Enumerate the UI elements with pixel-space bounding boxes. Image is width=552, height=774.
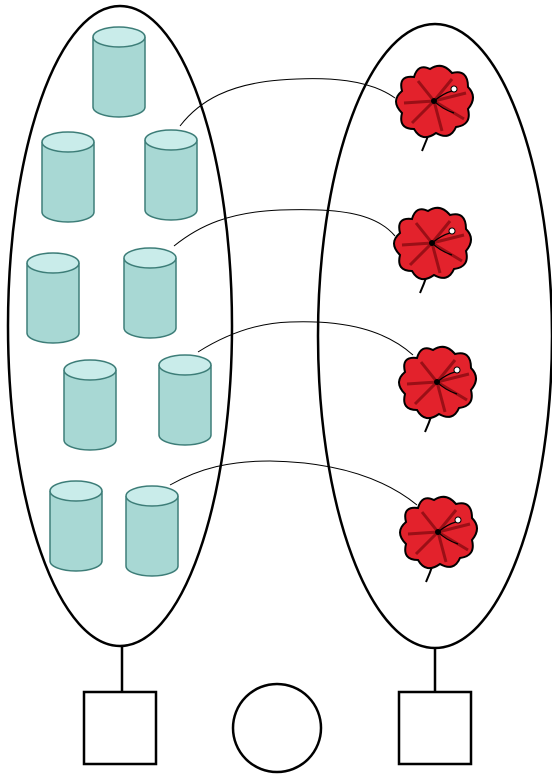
cylinder-icon — [41, 131, 95, 223]
flower-icon — [392, 206, 473, 295]
connection-line — [179, 78, 396, 127]
cylinder-icon — [125, 485, 179, 577]
cylinder-icon — [26, 252, 80, 344]
connection-line — [173, 209, 396, 247]
center-circle-node — [231, 682, 323, 774]
left-set-ellipse — [6, 4, 234, 648]
right-square-node — [397, 690, 473, 766]
flower-icon — [397, 345, 478, 434]
connection-line — [197, 321, 414, 356]
connection-line — [169, 460, 418, 506]
cylinder-icon — [63, 359, 117, 451]
cylinder-icon — [92, 26, 146, 118]
flower-icon — [394, 64, 475, 153]
left-square-node — [82, 690, 158, 766]
cylinder-icon — [123, 247, 177, 339]
flower-icon — [398, 495, 479, 584]
cylinder-icon — [144, 129, 198, 221]
cylinder-icon — [158, 354, 212, 446]
cylinder-icon — [49, 480, 103, 572]
